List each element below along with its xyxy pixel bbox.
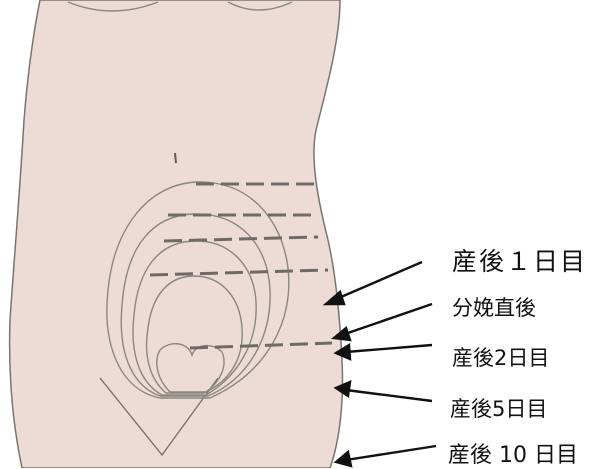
- arrow-day2: [346, 345, 432, 352]
- label-postpartum: 分娩直後: [452, 292, 536, 322]
- label-day10: 産後 10 日目: [448, 437, 578, 469]
- navel: [175, 153, 176, 163]
- label-day5: 産後5日目: [450, 393, 547, 423]
- arrow-day1: [334, 262, 422, 300]
- label-day2: 産後2日目: [452, 342, 549, 372]
- label-day1: 産後１日目: [452, 242, 587, 278]
- arrowhead-icon: [336, 452, 351, 466]
- arrow-postpartum: [342, 304, 432, 335]
- arrow-day10: [346, 446, 436, 460]
- arrow-day5: [346, 390, 432, 401]
